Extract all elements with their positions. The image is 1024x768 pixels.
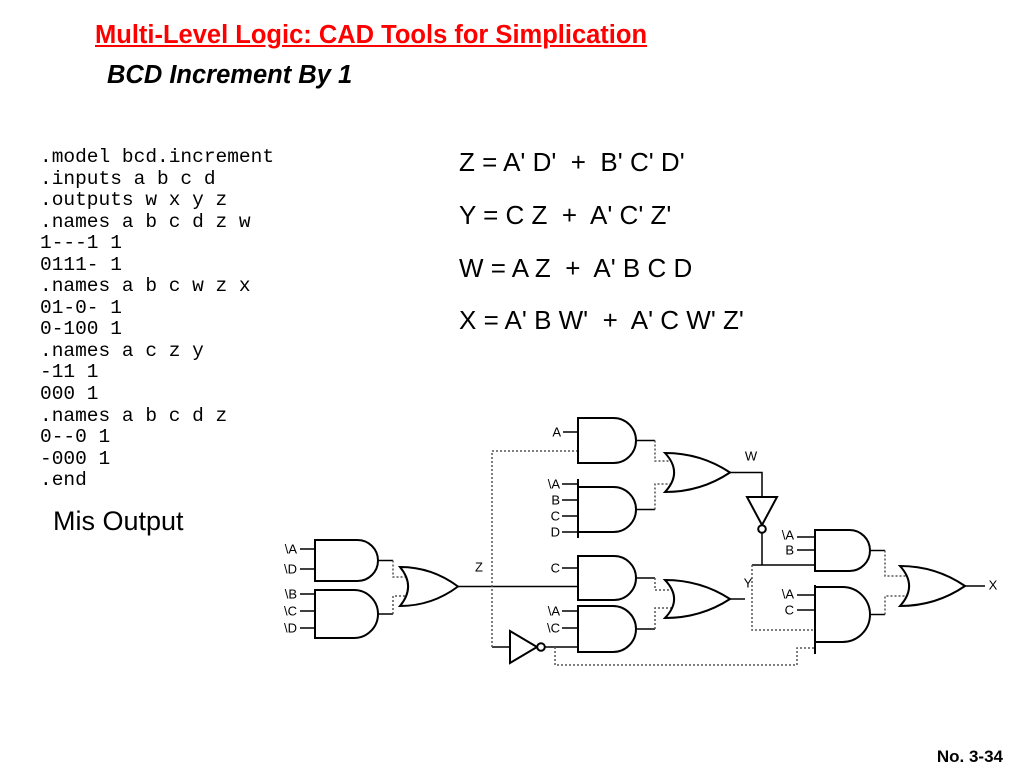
input-label: D	[551, 525, 560, 540]
and-gate-x-1	[814, 529, 871, 572]
slide-subtitle: BCD Increment By 1	[107, 61, 353, 89]
equation-w: W = A Z + A' B C D	[459, 253, 693, 283]
code-line: 01-0- 1	[40, 296, 122, 319]
output-label-w: W	[745, 449, 758, 464]
code-line: .names a c z y	[40, 339, 204, 362]
and-gate-x-2	[814, 586, 871, 643]
dotted-wire-w-and-2-to-or	[654, 483, 674, 510]
and-gate-z-1	[314, 539, 379, 582]
or-gate-x	[897, 564, 967, 608]
code-line: 0-100 1	[40, 318, 122, 341]
gates	[314, 417, 967, 665]
input-label: \B	[285, 587, 297, 602]
dotted-wire-w-and-1-to-or	[654, 440, 674, 462]
input-label: \D	[284, 621, 297, 636]
code-line: 1---1 1	[40, 232, 122, 255]
input-label: A	[552, 425, 561, 440]
blif-code-block: .model bcd.increment .inputs a b c d .ou…	[40, 146, 275, 492]
logic-circuit-diagram: A \A B C D C \A \C \A \D \B \C \D \A B \…	[284, 417, 998, 666]
dotted-wires	[392, 440, 910, 666]
inverter-w	[745, 496, 779, 528]
wire-w-bar	[752, 533, 815, 566]
and-gate-y-2	[577, 605, 637, 653]
inverter-z-bubble	[536, 642, 546, 652]
input-label: \A	[285, 542, 298, 557]
input-label: \A	[782, 587, 795, 602]
output-label-y: Y	[744, 576, 753, 591]
input-label: C	[551, 509, 560, 524]
inverter-z	[509, 629, 539, 665]
wire-w-out	[730, 471, 763, 497]
code-line: .names a b c d z	[40, 404, 228, 427]
code-line: .names a b c d z w	[40, 210, 251, 233]
dotted-wire-z-and-2-to-or	[392, 595, 410, 614]
dotted-wire-z-bar-to-x-and-2	[554, 647, 815, 666]
dotted-wire-z-net	[491, 450, 578, 647]
input-label: \A	[548, 604, 561, 619]
slide-title: Multi-Level Logic: CAD Tools for Simplic…	[95, 21, 648, 49]
or-gate-y	[662, 578, 732, 620]
and-gate-w-2	[577, 486, 637, 533]
input-label: C	[785, 603, 794, 618]
code-line: .names a b c w z x	[40, 275, 251, 298]
input-label: \A	[548, 477, 561, 492]
input-label: C	[551, 561, 560, 576]
equation-z: Z = A' D' + B' C' D'	[459, 147, 685, 177]
input-label: \C	[547, 621, 560, 636]
and-gate-y-1	[577, 555, 637, 601]
and-gate-w-1	[577, 417, 637, 464]
dotted-wire-z-and-1-to-or	[392, 560, 410, 578]
code-line: .inputs a b c d	[40, 167, 216, 190]
dotted-wire-y-and-2-to-or	[654, 607, 674, 629]
dotted-wire-x-and-1-to-or	[884, 550, 910, 577]
input-label: \D	[284, 562, 297, 577]
code-line: -000 1	[40, 447, 111, 470]
output-label-z: Z	[475, 560, 483, 575]
input-label: B	[551, 493, 560, 508]
code-line: .outputs w x y z	[40, 189, 228, 212]
code-line: .model bcd.increment	[40, 146, 275, 168]
code-line: .end	[40, 469, 87, 492]
inverter-w-bubble	[757, 524, 767, 534]
code-line: 0--0 1	[40, 426, 111, 449]
output-label-x: X	[989, 578, 998, 593]
dotted-wire-y-and-1-to-or	[654, 578, 674, 591]
code-line: 000 1	[40, 383, 99, 406]
or-gate-w	[662, 451, 732, 494]
code-line: -11 1	[40, 361, 99, 384]
dotted-wire-w-bar-to-x-and-2	[751, 565, 815, 631]
input-label: \C	[284, 604, 297, 619]
solid-wires	[300, 431, 985, 648]
equation-y: Y = C Z + A' C' Z'	[459, 200, 672, 230]
page-number: No. 3-34	[936, 747, 1003, 766]
circuit-labels: A \A B C D C \A \C \A \D \B \C \D \A B \…	[284, 425, 998, 636]
input-label: \A	[782, 528, 795, 543]
mis-output-caption: Mis Output	[53, 506, 184, 536]
code-line: 0111- 1	[40, 253, 122, 276]
or-gate-z	[397, 565, 460, 608]
and-gate-z-2	[314, 589, 379, 639]
equation-x: X = A' B W' + A' C W' Z'	[459, 305, 744, 335]
input-label: B	[785, 543, 794, 558]
